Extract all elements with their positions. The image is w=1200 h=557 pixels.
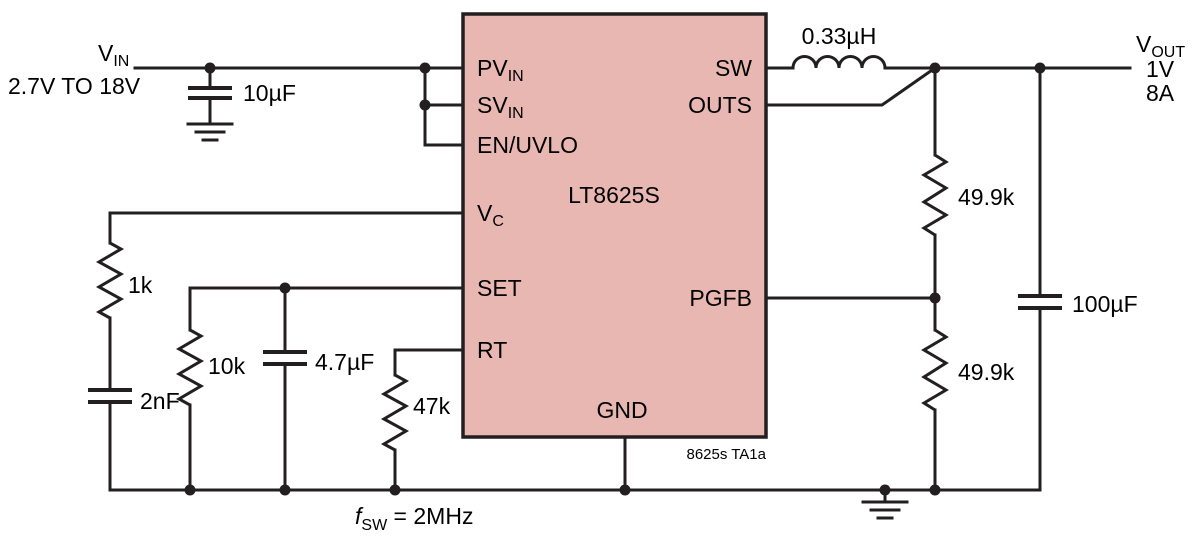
inductor-value: 0.33µH (802, 23, 877, 49)
fsw-note: fSW = 2MHz (355, 503, 473, 534)
junction-dot (929, 292, 941, 304)
junction-dot (204, 62, 216, 74)
vin-range: 2.7V TO 18V (8, 73, 141, 99)
set-cap-value: 4.7µF (315, 349, 374, 375)
junction-dot (929, 484, 941, 496)
pin-label-en-uvlo: EN/UVLO (477, 132, 578, 158)
schematic-reference: 8625s TA1a (686, 446, 766, 463)
vc-compensation-network: 1k 2nF (88, 241, 180, 414)
resistor-icon (921, 328, 949, 412)
junction-dot (929, 62, 941, 74)
junction-dot (879, 484, 891, 496)
feedback-divider: 49.9k 49.9k (921, 153, 1015, 412)
pin-label-pvin: PVIN (477, 55, 524, 85)
set-network: 10k 4.7µF (175, 328, 374, 407)
junction-dot (279, 282, 291, 294)
junction-dot (279, 484, 291, 496)
junction-dot (184, 484, 196, 496)
ic-part-number: LT8625S (568, 182, 660, 208)
junction-dot (619, 484, 631, 496)
ic-lt8625s: LT8625S PVIN SVIN EN/UVLO VC SET RT SW O… (461, 12, 768, 439)
ic-body (461, 12, 768, 439)
output-cap-value: 100µF (1072, 291, 1138, 317)
vin-label: VIN (98, 40, 129, 70)
pin-label-svin: SVIN (477, 92, 524, 122)
ground-icon (186, 122, 234, 142)
resistor-icon (380, 373, 410, 452)
pin-label-gnd: GND (596, 397, 647, 423)
vc-cap-value: 2nF (140, 388, 180, 414)
resistor-icon (175, 328, 205, 407)
pin-label-rt: RT (477, 337, 507, 363)
capacitor-icon (188, 86, 232, 100)
input-labels: VIN 2.7V TO 18V (8, 40, 141, 99)
junction-dots (184, 62, 1046, 496)
set-resistor-value: 10k (208, 353, 246, 379)
pin-label-pgfb: PGFB (689, 285, 752, 311)
junction-dot (419, 62, 431, 74)
input-capacitor: 10µF (188, 80, 296, 106)
pin-label-sw: SW (715, 55, 752, 81)
ground-icon (861, 488, 909, 520)
input-ground (186, 122, 234, 142)
output-capacitor: 100µF (1018, 291, 1138, 317)
inductor-icon (791, 55, 887, 69)
output-inductor: 0.33µH (791, 23, 887, 69)
pin-label-set: SET (477, 275, 522, 301)
capacitor-icon (88, 388, 132, 404)
fb-bottom-resistor-value: 49.9k (958, 359, 1015, 385)
junction-dot (1034, 62, 1046, 74)
input-cap-value: 10µF (243, 80, 296, 106)
output-ground (861, 488, 909, 520)
rt-resistor-value: 47k (413, 393, 451, 419)
junction-dot (389, 484, 401, 496)
vc-resistor-value: 1k (128, 272, 153, 298)
vout-label: VOUT (1136, 31, 1185, 61)
capacitor-icon (1018, 294, 1062, 310)
pin-label-vc: VC (477, 200, 504, 230)
resistor-icon (921, 153, 949, 237)
fb-top-resistor-value: 49.9k (958, 184, 1015, 210)
pin-label-outs: OUTS (688, 92, 752, 118)
rt-network: 47k (380, 373, 451, 452)
vout-current: 8A (1146, 80, 1175, 106)
capacitor-icon (263, 350, 307, 366)
output-labels: VOUT 1V 8A (1136, 31, 1185, 106)
junction-dot (419, 99, 431, 111)
vout-voltage: 1V (1146, 56, 1175, 82)
resistor-icon (95, 241, 125, 320)
